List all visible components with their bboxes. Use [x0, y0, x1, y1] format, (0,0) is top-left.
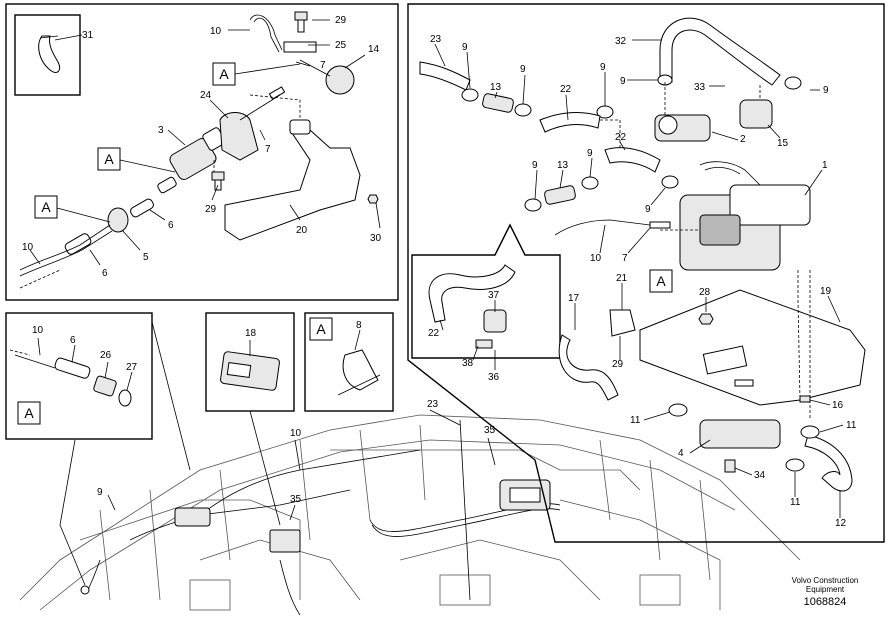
part-number-4: 4	[678, 448, 684, 459]
numbers-topright: 23 32 9 9 9 13 22 9 33 9 1 2 15 22 9 13 …	[428, 34, 857, 529]
part-number-11: 11	[790, 497, 801, 508]
callout-a: A	[316, 321, 326, 337]
part-number-22: 22	[615, 132, 627, 143]
drawing-number: 1068824	[804, 596, 847, 608]
part-number-5: 5	[143, 252, 149, 263]
part-number-8: 8	[356, 320, 362, 331]
panel-control-unit: 18	[205, 312, 295, 526]
part-number-22: 22	[560, 84, 572, 95]
part-number-32: 32	[615, 36, 627, 47]
part-number-10: 10	[32, 325, 44, 336]
part-number-9: 9	[823, 85, 829, 96]
part-number-9: 9	[462, 42, 468, 53]
part-number-11: 11	[846, 420, 857, 431]
part-number-35: 35	[290, 494, 302, 505]
numbers-lower: 23 35 10 35 9	[97, 399, 496, 521]
part-number-9: 9	[620, 76, 626, 87]
part-number-10: 10	[290, 428, 302, 439]
part-number-17: 17	[568, 293, 580, 304]
part-number-6: 6	[70, 335, 76, 346]
part-number-19: 19	[820, 286, 832, 297]
part-number-25: 25	[335, 40, 347, 51]
part-number-22: 22	[428, 328, 440, 339]
part-number-3: 3	[158, 125, 164, 136]
part-number-29: 29	[205, 204, 217, 215]
panel-bracket-8: A 8	[304, 312, 394, 412]
part-number-9: 9	[600, 62, 606, 73]
company-subcaption: Equipment	[806, 585, 845, 594]
part-number-23: 23	[430, 34, 442, 45]
part-number-9: 9	[520, 64, 526, 75]
part-number-15: 15	[777, 138, 789, 149]
part-number-2: 2	[740, 134, 746, 145]
part-number-7: 7	[265, 144, 271, 155]
part-number-37: 37	[488, 290, 500, 301]
part-number-21: 21	[616, 273, 628, 284]
part-number-6: 6	[168, 220, 174, 231]
part-number-6: 6	[102, 268, 108, 279]
part-number-16: 16	[832, 400, 844, 411]
panel-midleft: A 10 6 26 27	[5, 312, 191, 586]
part-number-29: 29	[612, 359, 624, 370]
callout-a: A	[24, 405, 34, 421]
part-number-1: 1	[822, 160, 828, 171]
part-number-9: 9	[587, 148, 593, 159]
numbers-topleft: 31 29 25 10 14 7 24 3 7 6 29 5 6 10 20 3…	[22, 15, 382, 279]
callout-a: A	[104, 151, 114, 167]
part-number-20: 20	[296, 225, 308, 236]
part-number-18: 18	[245, 328, 257, 339]
callout-a: A	[41, 199, 51, 215]
leaders-topright	[434, 39, 844, 518]
callout-a: A	[219, 66, 229, 82]
company-caption: Volvo Construction	[792, 576, 859, 585]
part-number-9: 9	[532, 160, 538, 171]
part-number-35: 35	[484, 425, 496, 436]
machine-frame	[19, 414, 801, 616]
part-number-34: 34	[754, 470, 766, 481]
part-number-12: 12	[835, 518, 847, 529]
panel-topleft: A A A	[5, 3, 399, 301]
part-number-7: 7	[320, 60, 326, 71]
part-number-11: 11	[630, 415, 641, 426]
part-number-10: 10	[210, 26, 222, 37]
part-number-10: 10	[22, 242, 34, 253]
part-number-7: 7	[622, 253, 628, 264]
part-number-28: 28	[699, 287, 711, 298]
part-number-10: 9	[97, 487, 103, 498]
part-number-31: 31	[82, 30, 94, 41]
part-number-33: 33	[694, 82, 706, 93]
part-number-29: 29	[335, 15, 347, 26]
part-number-10: 10	[590, 253, 602, 264]
part-number-23: 23	[427, 399, 439, 410]
callout-a: A	[656, 273, 666, 289]
part-number-14: 14	[368, 44, 380, 55]
part-number-36: 36	[488, 372, 500, 383]
part-number-13: 13	[557, 160, 569, 171]
part-number-38: 38	[462, 358, 474, 369]
part-number-13: 13	[490, 82, 502, 93]
panel-topright: A	[407, 3, 885, 543]
leaders-topleft	[29, 19, 381, 266]
part-number-24: 24	[200, 90, 212, 101]
part-number-30: 30	[370, 233, 382, 244]
part-number-27: 27	[126, 362, 138, 373]
part-number-9: 9	[645, 204, 651, 215]
footer: Volvo Construction Equipment 1068824	[792, 576, 859, 608]
part-number-26: 26	[100, 350, 112, 361]
